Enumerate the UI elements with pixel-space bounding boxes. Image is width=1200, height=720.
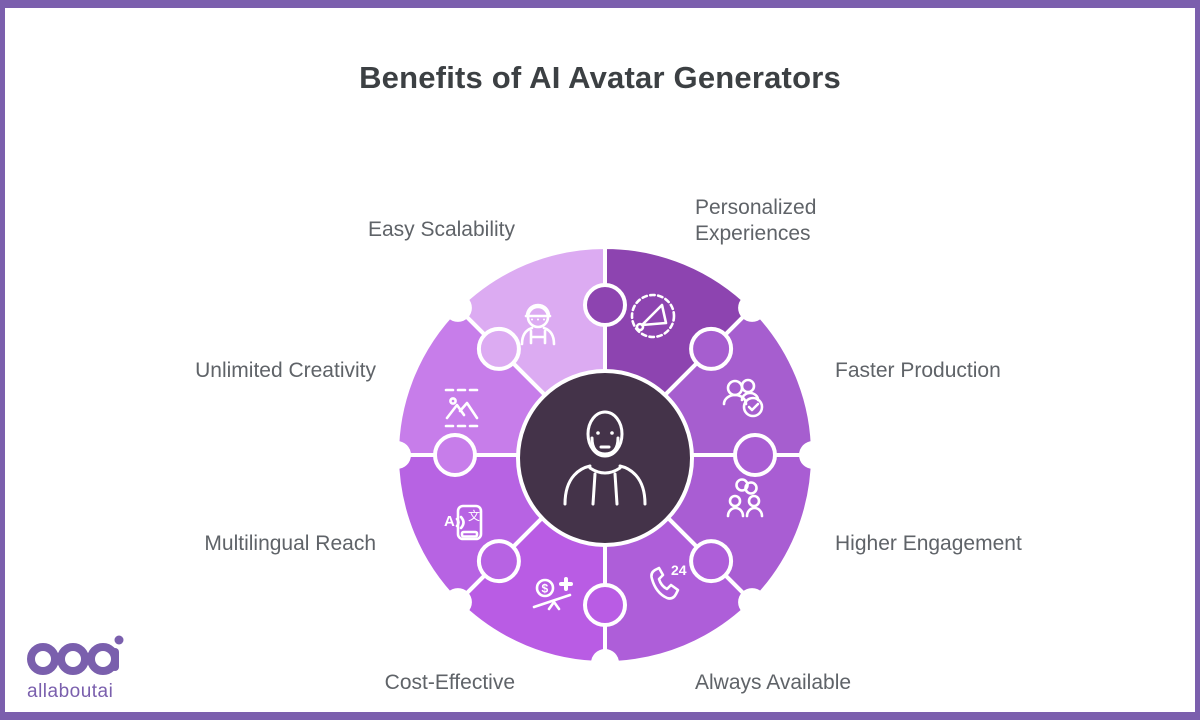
logo-i-dot <box>114 635 124 645</box>
label-cost-effective: Cost-Effective <box>384 671 515 694</box>
puzzle-knob <box>583 283 627 327</box>
rim-notch <box>383 441 411 469</box>
puzzle-knob <box>583 583 627 627</box>
svg-text:A: A <box>444 513 455 530</box>
puzzle-knob <box>689 326 734 371</box>
puzzle-knob <box>433 433 477 477</box>
rim-notch <box>591 649 619 677</box>
rim-notch <box>738 588 767 617</box>
megaphone-burst-icon <box>630 293 676 339</box>
label-unlimited-creativity: Unlimited Creativity <box>195 359 376 382</box>
rim-notch <box>443 588 472 617</box>
people-link-icon <box>726 478 764 518</box>
label-higher-engagement: Higher Engagement <box>835 532 1022 555</box>
svg-text:24: 24 <box>671 562 687 578</box>
team-check-icon <box>722 378 764 418</box>
rim-notch <box>799 441 827 469</box>
label-personalized-experiences: Personalized Experiences <box>695 196 817 245</box>
label-multilingual-reach: Multilingual Reach <box>204 532 376 555</box>
center-hub-circle <box>516 369 694 547</box>
label-always-available: Always Available <box>695 671 852 694</box>
page-title: Benefits of AI Avatar Generators <box>359 60 841 95</box>
avatar-person-icon <box>563 410 647 506</box>
puzzle-knobs <box>433 283 777 627</box>
puzzle-wheel-diagram: 24 $ A 文 <box>383 245 827 677</box>
rim-notch <box>443 293 472 322</box>
rim-notches <box>383 293 827 677</box>
puzzle-knob <box>476 326 521 371</box>
svg-text:$: $ <box>542 582 549 596</box>
label-faster-production: Faster Production <box>835 359 1001 382</box>
cost-balance-icon: $ <box>532 577 573 611</box>
worker-avatar-icon <box>520 303 556 346</box>
label-easy-scalability: Easy Scalability <box>367 218 515 241</box>
puzzle-knob <box>689 539 734 584</box>
svg-text:文: 文 <box>468 508 480 523</box>
puzzle-knob <box>733 433 777 477</box>
allaboutai-logo-mark <box>27 635 124 675</box>
allaboutai-wordmark: allaboutai <box>27 681 114 702</box>
image-creativity-icon <box>444 388 480 428</box>
rim-notch <box>738 293 767 322</box>
puzzle-knob <box>476 539 521 584</box>
allaboutai-logo: allaboutai <box>27 634 147 703</box>
phone-24-icon: 24 <box>650 562 687 600</box>
translate-phone-icon: A 文 <box>444 504 483 541</box>
